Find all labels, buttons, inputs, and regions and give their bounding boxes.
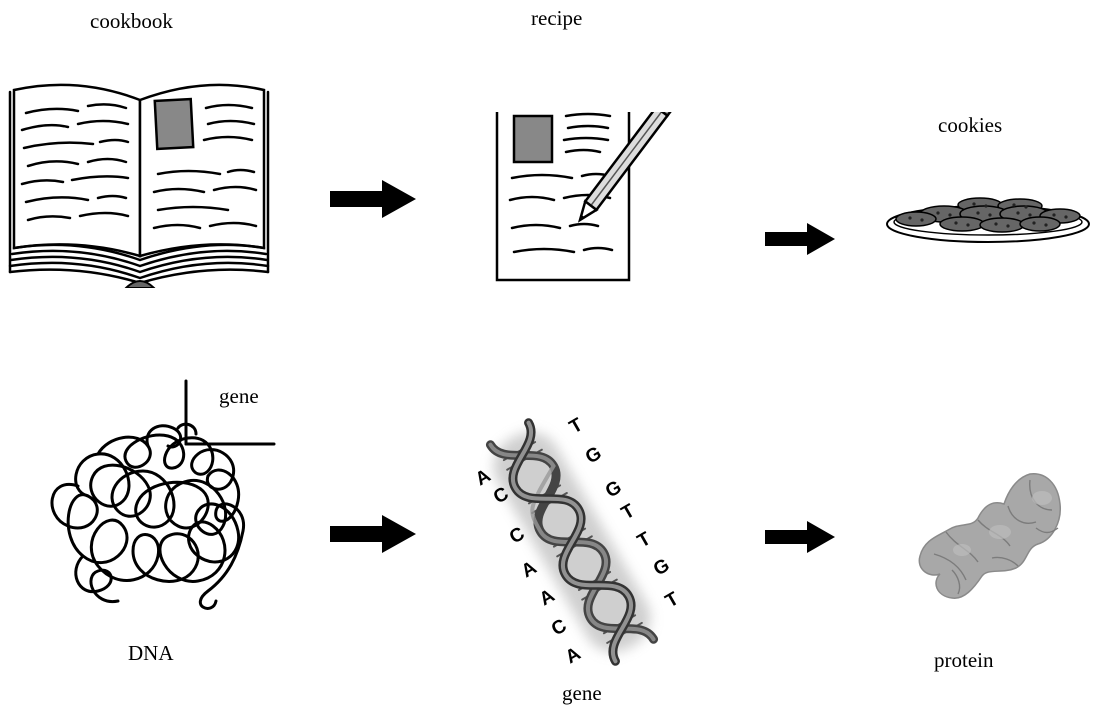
cookies-illustration bbox=[886, 197, 1090, 243]
arrow-icon bbox=[765, 521, 835, 553]
dna-label: DNA bbox=[128, 641, 174, 665]
arrow-icon bbox=[330, 180, 416, 218]
recipe-label: recipe bbox=[531, 6, 583, 30]
base-left-1: A bbox=[472, 465, 495, 490]
cookbook-illustration bbox=[8, 83, 270, 288]
base-right-3: G bbox=[602, 477, 625, 503]
base-right-2: G bbox=[582, 443, 605, 469]
recipe-illustration bbox=[495, 112, 678, 282]
protein-illustration bbox=[918, 473, 1061, 599]
base-left-4: A bbox=[518, 557, 541, 582]
base-right-6: G bbox=[650, 555, 673, 581]
base-right-5: T bbox=[634, 528, 655, 552]
protein-label: protein bbox=[934, 648, 994, 672]
cookbook-label: cookbook bbox=[90, 9, 173, 33]
base-left-6: C bbox=[548, 615, 571, 640]
gene-marker-label: gene bbox=[219, 384, 259, 408]
base-right-1: T bbox=[566, 414, 587, 438]
arrow-icon bbox=[765, 223, 835, 255]
gene-label: gene bbox=[562, 681, 602, 705]
arrow-icon bbox=[330, 515, 416, 553]
dna-tangle-illustration bbox=[50, 379, 276, 610]
base-right-4: T bbox=[618, 500, 639, 524]
cookies-label: cookies bbox=[938, 113, 1003, 137]
base-left-5: A bbox=[536, 585, 559, 610]
base-right-7: T bbox=[662, 588, 683, 612]
base-left-7: A bbox=[562, 643, 585, 668]
double-helix-illustration: A C C A A C A T G G T T G T bbox=[472, 414, 683, 668]
